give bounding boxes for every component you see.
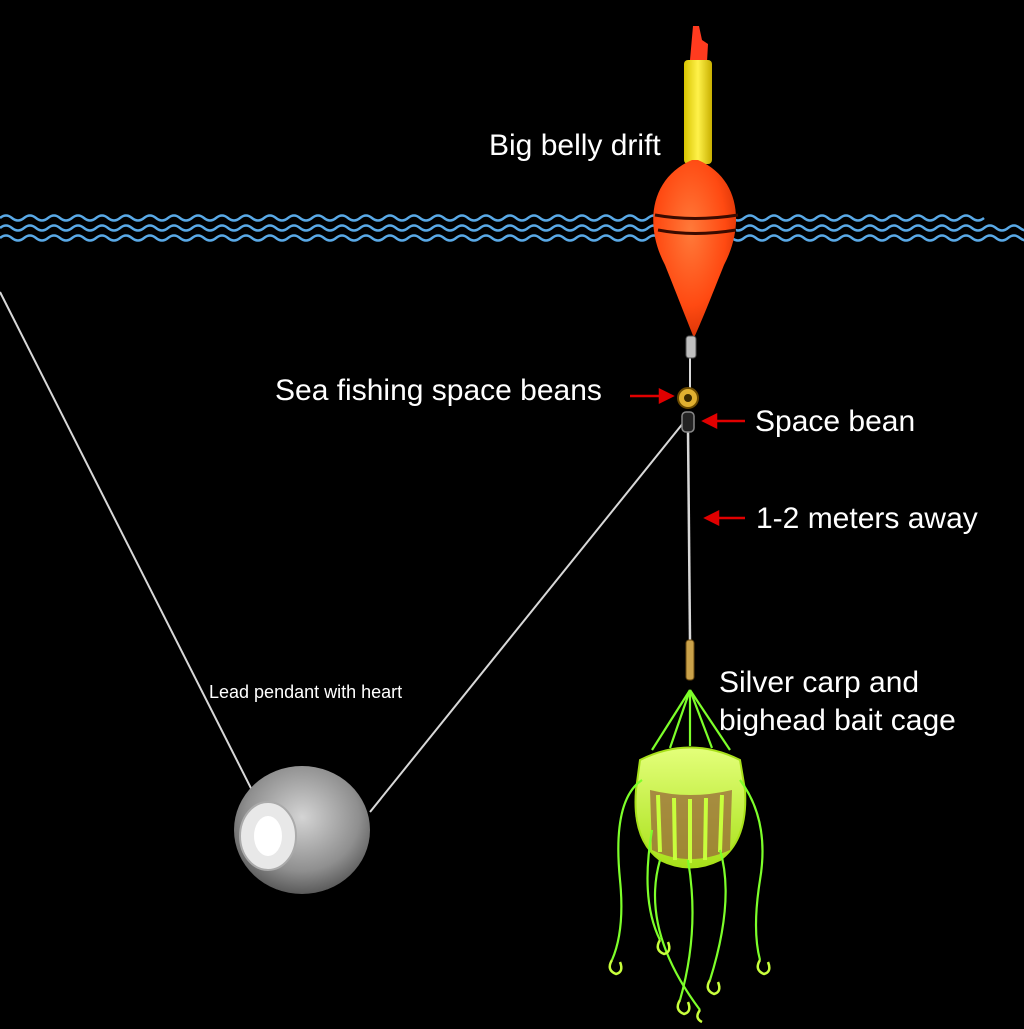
space-bean-label: Space bean	[755, 405, 916, 438]
fishing-lines	[0, 291, 692, 813]
float-antenna	[684, 60, 712, 164]
float-swivel	[685, 335, 697, 359]
hooks	[608, 939, 771, 1024]
space-bean	[681, 411, 695, 433]
wave-line-1	[0, 214, 985, 222]
big-belly-float	[653, 26, 739, 359]
float-body	[653, 160, 737, 338]
sea-fishing-beans-label: Sea fishing space beans	[275, 374, 602, 407]
main-line-left	[0, 291, 263, 811]
main-line-right	[369, 421, 685, 813]
water-surface	[0, 214, 1024, 242]
cage-swivel	[685, 639, 695, 681]
bait-cage-label-line-2: bighead bait cage	[719, 704, 956, 737]
hook-lines	[610, 779, 764, 1011]
bait-cage-label: Silver carp and bighead bait cage	[719, 664, 956, 740]
cage-hanger-lines	[651, 689, 731, 751]
leader-line	[686, 429, 692, 641]
lead-weight	[234, 766, 370, 894]
float-top-tip	[690, 26, 708, 62]
cage-ribs	[656, 794, 724, 863]
float-label: Big belly drift	[489, 129, 661, 162]
pointer-arrows	[630, 387, 745, 527]
float-band-2	[657, 228, 737, 235]
bait-cage-label-line-1: Silver carp and	[719, 666, 920, 699]
wave-line-3	[0, 234, 1024, 242]
space-beans	[677, 387, 699, 433]
bait-cage	[608, 639, 771, 1024]
distance-label: 1-2 meters away	[756, 502, 978, 535]
wave-line-2	[0, 224, 1024, 232]
float-band-1	[654, 213, 739, 220]
lead-weight-label: Lead pendant with heart	[209, 682, 403, 702]
